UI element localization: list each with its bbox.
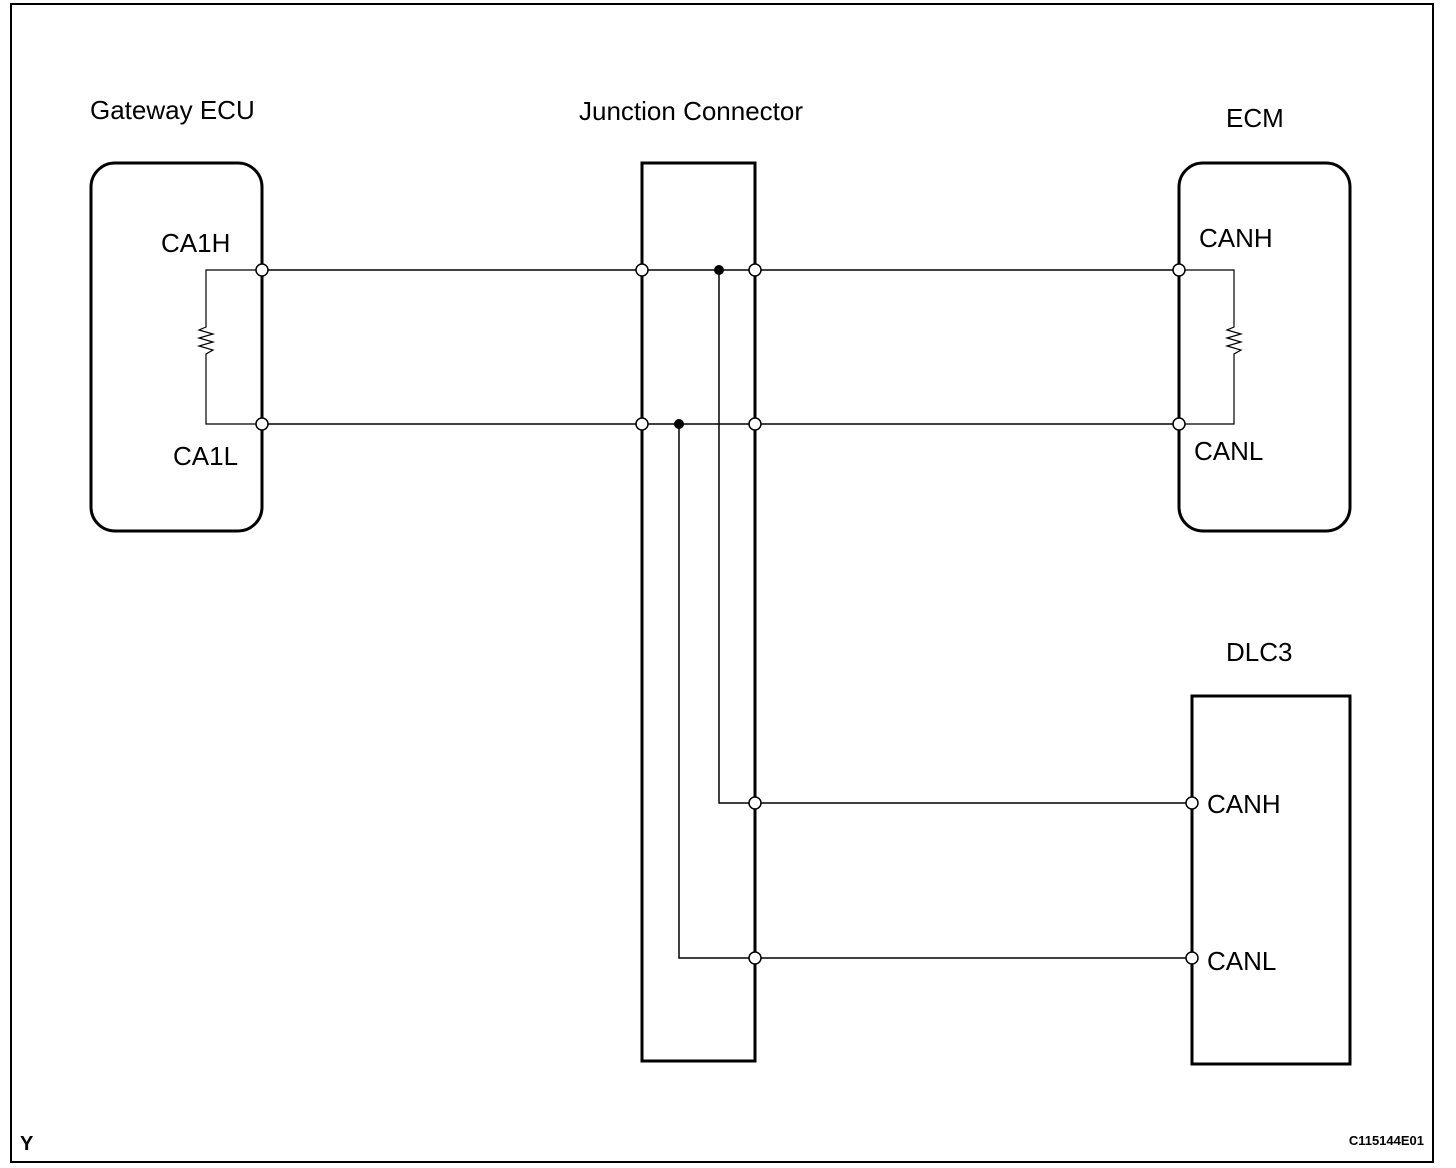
corner-mark: Y <box>20 1133 34 1155</box>
gateway-ecu-title: Gateway ECU <box>90 95 255 125</box>
terminal-junction-in-high <box>635 263 649 277</box>
junction-connector-title: Junction Connector <box>579 96 803 126</box>
ecm-pin-canl-label: CANL <box>1194 436 1263 466</box>
ecm-box <box>1177 161 1352 533</box>
terminal-ecm-canl <box>1172 417 1186 431</box>
gateway-pin-ca1l-label: CA1L <box>173 441 238 471</box>
ecm-pin-canh-label: CANH <box>1199 223 1273 253</box>
terminal-dlc3-canh <box>1185 796 1199 810</box>
dlc3-title: DLC3 <box>1226 637 1292 667</box>
wire-can-high-branch <box>718 270 1192 804</box>
gateway-ecu-box <box>89 161 264 533</box>
dlc3-pin-canl-label: CANL <box>1207 946 1276 976</box>
terminal-junction-dlc-low <box>748 951 762 965</box>
terminal-junction-out-low <box>748 417 762 431</box>
splice-point-can-high <box>714 265 724 275</box>
gateway-pin-ca1h-label: CA1H <box>161 228 230 258</box>
terminal-junction-out-high <box>748 263 762 277</box>
junction-connector-box <box>640 161 757 1063</box>
figure-code: C115144E01 <box>1349 1133 1424 1148</box>
terminal-junction-dlc-high <box>748 796 762 810</box>
terminal-gateway-ca1h <box>255 263 269 277</box>
terminal-gateway-ca1l <box>255 417 269 431</box>
ecm-terminating-resistor <box>1179 269 1244 425</box>
dlc3-box <box>1190 694 1352 1066</box>
wire-can-low-branch <box>678 424 1192 959</box>
terminal-ecm-canh <box>1172 263 1186 277</box>
dlc3-pin-canh-label: CANH <box>1207 789 1281 819</box>
splice-point-can-low <box>674 419 684 429</box>
terminal-dlc3-canl <box>1185 951 1199 965</box>
diagram-frame <box>10 3 1434 1163</box>
gateway-terminating-resistor <box>196 269 262 425</box>
terminal-junction-in-low <box>635 417 649 431</box>
ecm-title: ECM <box>1226 103 1284 133</box>
